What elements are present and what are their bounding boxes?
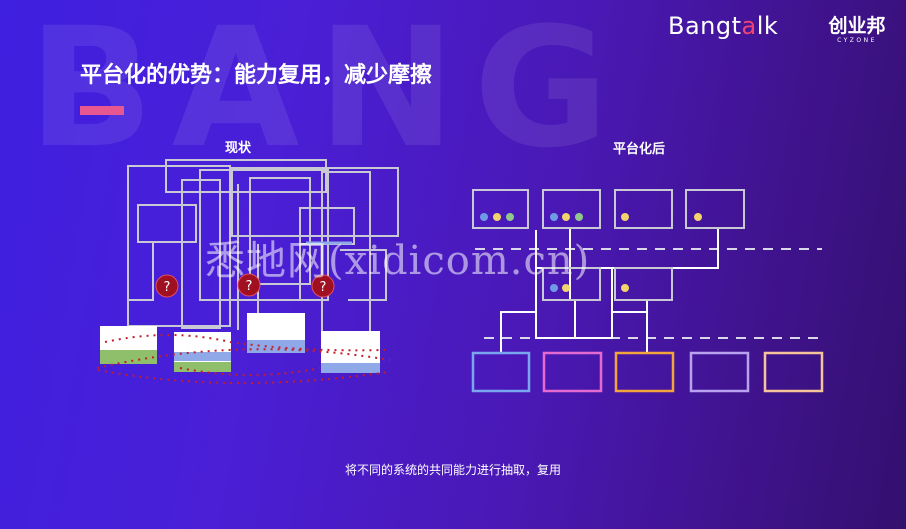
- app-box-pink: [542, 351, 603, 393]
- legacy-system-box-3: [247, 313, 305, 353]
- slide-title: 平台化的优势：能力复用，减少摩擦: [80, 63, 433, 88]
- question-badge-icon: ?: [237, 273, 261, 297]
- app-box-peach: [763, 351, 824, 393]
- svg-text:?: ?: [320, 280, 327, 295]
- app-box-lavender: [689, 351, 750, 393]
- application-boxes: [471, 351, 824, 393]
- capability-dot-icon: [480, 213, 702, 292]
- app-box-blue: [471, 351, 531, 393]
- background-watermark: BANG: [28, 0, 627, 184]
- svg-text:?: ?: [164, 280, 171, 295]
- title-accent-bar: [80, 106, 124, 115]
- after-platform-label: 平台化后: [613, 142, 666, 157]
- svg-text:?: ?: [246, 279, 253, 294]
- platform-capability-boxes: [472, 189, 745, 301]
- legacy-system-box-4: [321, 331, 380, 373]
- cyzone-logo: 创业邦 CYZONE: [828, 15, 886, 44]
- site-watermark: 悉地网(xidicom.cn): [205, 238, 591, 284]
- question-badge-icon: ?: [155, 274, 179, 298]
- question-badge-icon: ?: [311, 274, 335, 298]
- bangtalk-logo: Bangtalk: [668, 12, 779, 40]
- legacy-system-box-1: [100, 326, 157, 364]
- current-state-label: 现状: [225, 141, 252, 156]
- slide-caption: 将不同的系统的共同能力进行抽取，复用: [344, 463, 561, 477]
- app-box-orange: [614, 351, 675, 393]
- friction-curves: [96, 334, 391, 384]
